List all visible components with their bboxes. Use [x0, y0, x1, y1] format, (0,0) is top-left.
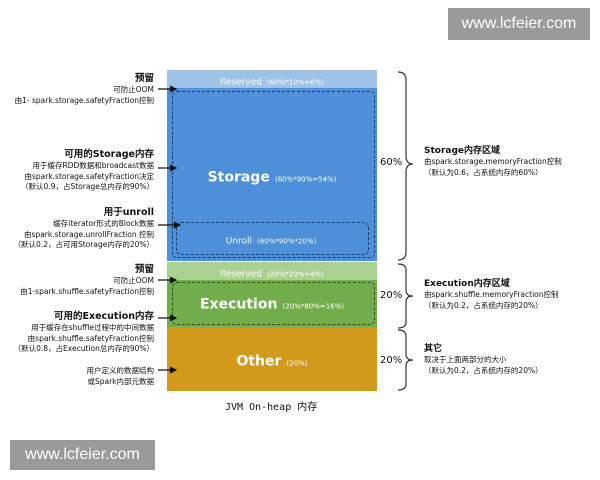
other-label: Other (20%) — [236, 353, 308, 370]
brace-storage — [397, 71, 414, 261]
reserved-top-label: Reserved (60%*10%=6%) — [219, 77, 325, 88]
note-usable-storage: 可用的Storage内存 用于缓存RDD数据和broadcast数据 由spar… — [21, 149, 154, 191]
reserved-mid-label: Reserved (20%*20%=4%) — [219, 269, 325, 280]
storage-label: Storage (60%*90%=54%) — [207, 169, 337, 186]
watermark-bottom: www.lcfeier.com — [10, 440, 155, 470]
reserved-mid-segment — [167, 262, 377, 280]
note-usable-execution: 可用的Execution内存 用于缓存在shuffle过程中的中间数据 由spa… — [13, 311, 154, 353]
execution-label: Execution (20%*80%=16%) — [199, 296, 345, 313]
storage-segment — [167, 88, 377, 261]
percent-storage: 60% — [380, 157, 403, 168]
brace-other — [397, 329, 414, 391]
brace-execution — [397, 263, 414, 329]
note-execution-region: Execution内存区域 由spark.shuffle.memoryFract… — [424, 279, 559, 310]
percent-execution: 20% — [380, 290, 403, 301]
note-reserved-execution: 预留 可防止OOM 由1-spark.shuffle.safetyFractio… — [20, 264, 154, 296]
usable-execution-dashed-box — [172, 282, 375, 325]
note-reserved: 预留 可防止OOM 由1- spark.storage.safetyFracti… — [14, 73, 154, 105]
watermark-top: www.lcfeier.com — [448, 8, 590, 40]
diagram-caption: JVM On-heap 内存 — [225, 402, 318, 413]
note-unroll: 用于unroll 缓存iterator形式的Block数据 由spark.sto… — [13, 207, 154, 249]
note-other: 用户定义的数据结构 或Spark内部元数据 — [86, 366, 155, 386]
percent-other: 20% — [380, 355, 403, 366]
usable-storage-dashed-box — [172, 91, 375, 258]
other-segment — [167, 327, 377, 391]
note-other-region: 其它 取决于上面两部分的大小 （默认为0.2，占系统内存的20%） — [424, 344, 543, 375]
unroll-label: Unroll (60%*90%*20%) — [225, 236, 317, 247]
unroll-dashed-box — [176, 222, 369, 255]
reserved-top-segment — [167, 70, 377, 88]
execution-segment — [167, 280, 377, 327]
note-storage-region: Storage内存区域 由spark.storage.memoryFractio… — [424, 146, 562, 177]
